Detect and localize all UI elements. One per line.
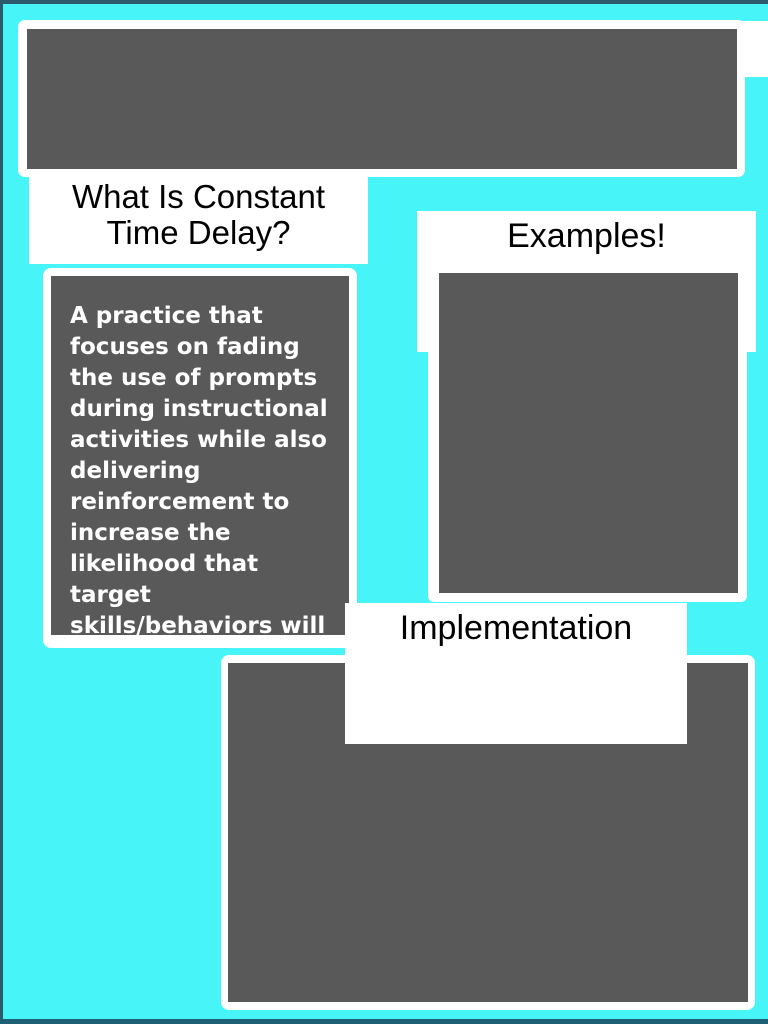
top-image-placeholder [27, 29, 737, 169]
examples-image-placeholder [439, 273, 738, 593]
what-is-body-text: A practice that focuses on fading the us… [51, 276, 349, 635]
implementation-title: Implementation [345, 603, 687, 744]
page-border-bottom [0, 1019, 768, 1024]
page-border-top [0, 0, 768, 4]
page-border-left [0, 0, 3, 1024]
top-right-white-patch [738, 21, 768, 77]
what-is-title: What Is Constant Time Delay? [29, 177, 368, 264]
